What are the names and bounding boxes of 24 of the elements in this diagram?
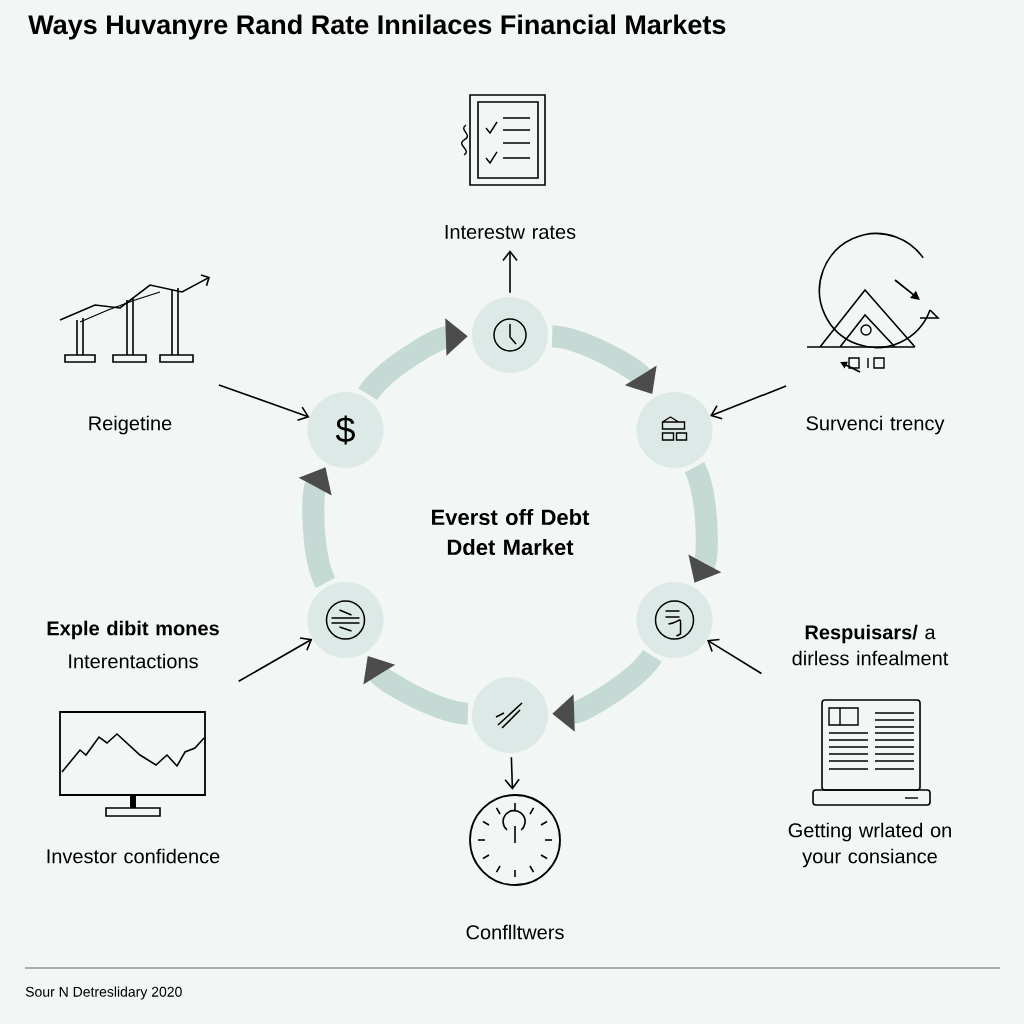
node-label: Investor confidence (47, 848, 220, 864)
node-label: Survenci trency (806, 415, 945, 435)
icon-circle (636, 582, 713, 658)
arrow (707, 638, 763, 675)
source-note: Sour N Detreslidary 2020 (25, 986, 182, 1000)
node-label: Interestw rates (445, 225, 576, 239)
icon-circle (636, 392, 713, 468)
node-label: Respuisars/ a dirless infealment (792, 624, 949, 666)
arrow (710, 385, 787, 420)
arrow (237, 637, 313, 683)
node-label: Reigetine (89, 415, 172, 435)
node-label: Getting wrlated on your consiance (788, 822, 951, 868)
icon-circle (472, 677, 548, 753)
node-label: Exple dibit mones (47, 620, 219, 640)
center-heading: Everst off Debt Ddet Market (432, 508, 590, 556)
arrow (504, 756, 520, 790)
arrow (502, 250, 518, 294)
node-label: Conflltwers (466, 924, 564, 940)
title: Ways Huvanyre Rand Rate Innilaces Financial Markets (28, 14, 726, 40)
icon-circle (472, 297, 548, 373)
cycle-arrow (363, 656, 469, 725)
node-label: Interentactions (69, 653, 198, 669)
arrow (218, 384, 310, 422)
icon-circle (307, 582, 384, 658)
